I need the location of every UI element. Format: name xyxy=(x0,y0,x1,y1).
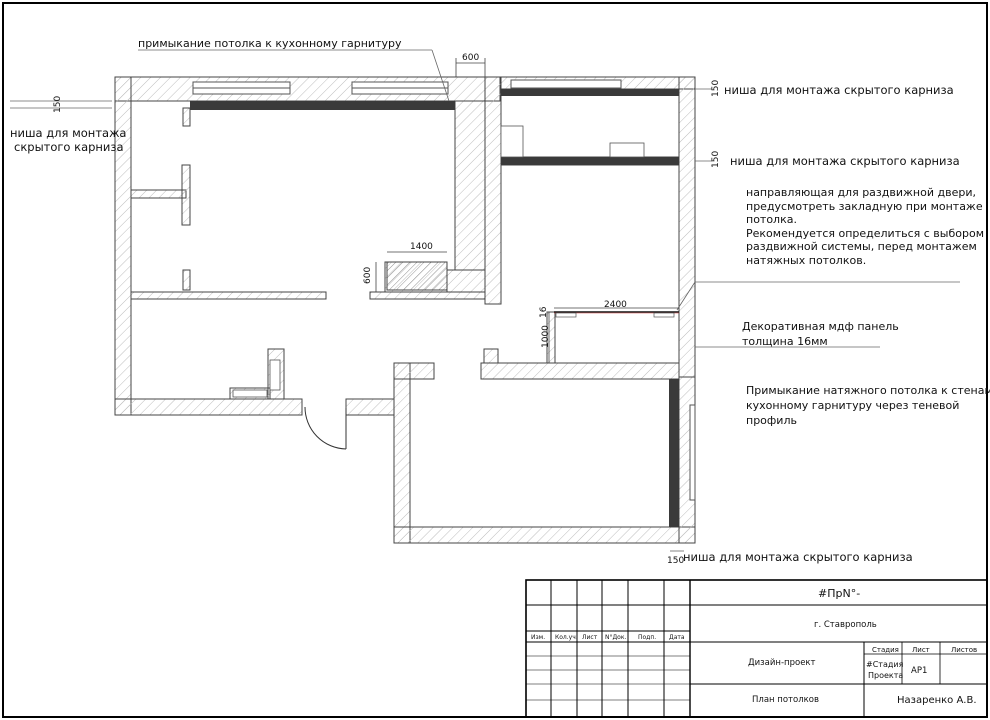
dim-600-kitchen: 600 xyxy=(363,267,373,284)
stage-value-1: #Стадия xyxy=(866,660,904,669)
walls xyxy=(114,76,696,544)
col-header-doc: N°Док. xyxy=(605,634,626,641)
stage-value-2: Проекта xyxy=(868,671,903,680)
stage-label: Стадия xyxy=(872,646,899,654)
sliding-door-note-line: раздвижной системы, перед монтажем xyxy=(746,240,977,253)
shadow-profile-note: Примыкание натяжного потолка к стенам и … xyxy=(746,384,990,427)
mdf-panel-note-line: толщина 16мм xyxy=(742,335,828,348)
dim-1400: 1400 xyxy=(410,242,433,252)
dim-150-top-right: 150 xyxy=(711,80,721,97)
sliding-door-note-line: направляющая для раздвижной двери, xyxy=(746,186,976,199)
mdf-panel-note-line: Декоративная мдф панель xyxy=(742,320,899,333)
project-code: #ПрN°- xyxy=(818,587,860,600)
niche-note-left-2: скрытого карниза xyxy=(14,140,124,154)
niche-note-top: ниша для монтажа скрытого карниза xyxy=(724,83,954,97)
design-project-label: Дизайн-проект xyxy=(748,658,816,668)
col-header-data: Дата xyxy=(669,634,685,641)
dim-1000: 1000 xyxy=(541,325,551,348)
shadow-profile-note-line: кухонному гарнитуру через теневой xyxy=(746,399,959,412)
kitchen-unit xyxy=(386,261,448,291)
shadow-profile-note-line: Примыкание натяжного потолка к стенам и xyxy=(746,384,990,397)
dim-150-mid-right: 150 xyxy=(711,151,721,168)
project-city: г. Ставрополь xyxy=(814,620,877,630)
col-header-podp: Подп. xyxy=(638,634,656,641)
dim-150-left: 150 xyxy=(53,96,63,113)
niche-note-left-1: ниша для монтажа xyxy=(10,126,126,140)
dim-2400: 2400 xyxy=(604,300,627,310)
fixtures xyxy=(232,125,645,398)
sheet-value: АР1 xyxy=(911,666,927,676)
shadow-profile-note-line: профиль xyxy=(746,414,797,427)
dim-600-top: 600 xyxy=(462,53,479,63)
niche-note-mid: ниша для монтажа скрытого карниза xyxy=(730,154,960,168)
sliding-door-note-line: натяжных потолков. xyxy=(746,254,866,267)
title-block xyxy=(525,579,988,718)
author-name: Назаренко А.В. xyxy=(897,695,977,706)
mdf-panel-note: Декоративная мдф панель толщина 16мм xyxy=(742,320,899,348)
col-header-izm: Изм. xyxy=(531,634,545,641)
col-header-list: Лист xyxy=(582,634,598,641)
entrance-door xyxy=(304,406,347,450)
col-header-kol: Кол.уч. xyxy=(555,634,578,641)
sliding-door-note-line: Рекомендуется определиться с выбором xyxy=(746,227,984,240)
sliding-door-note: направляющая для раздвижной двери, преду… xyxy=(746,186,984,267)
sheets-label: Листов xyxy=(951,646,977,654)
cornice-niches xyxy=(190,89,679,527)
dim-150-bottom: 150 xyxy=(667,556,684,566)
niche-note-bottom: ниша для монтажа скрытого карниза xyxy=(683,550,913,564)
title-block-text: #ПрN°- г. Ставрополь Изм. Кол.уч. Лист N… xyxy=(531,587,977,706)
leader-lines xyxy=(10,49,960,552)
windows xyxy=(192,79,696,501)
sliding-door-guide xyxy=(554,311,679,318)
plan-title: План потолков xyxy=(752,695,819,705)
dimension-lines xyxy=(375,58,679,363)
dim-16: 16 xyxy=(539,306,549,318)
sheet-label: Лист xyxy=(912,646,930,654)
sliding-door-note-line: потолка. xyxy=(746,213,797,226)
kitchen-abutment-note: примыкание потолка к кухонному гарнитуру xyxy=(138,37,402,50)
sliding-door-note-line: предусмотреть закладную при монтаже xyxy=(746,200,983,213)
